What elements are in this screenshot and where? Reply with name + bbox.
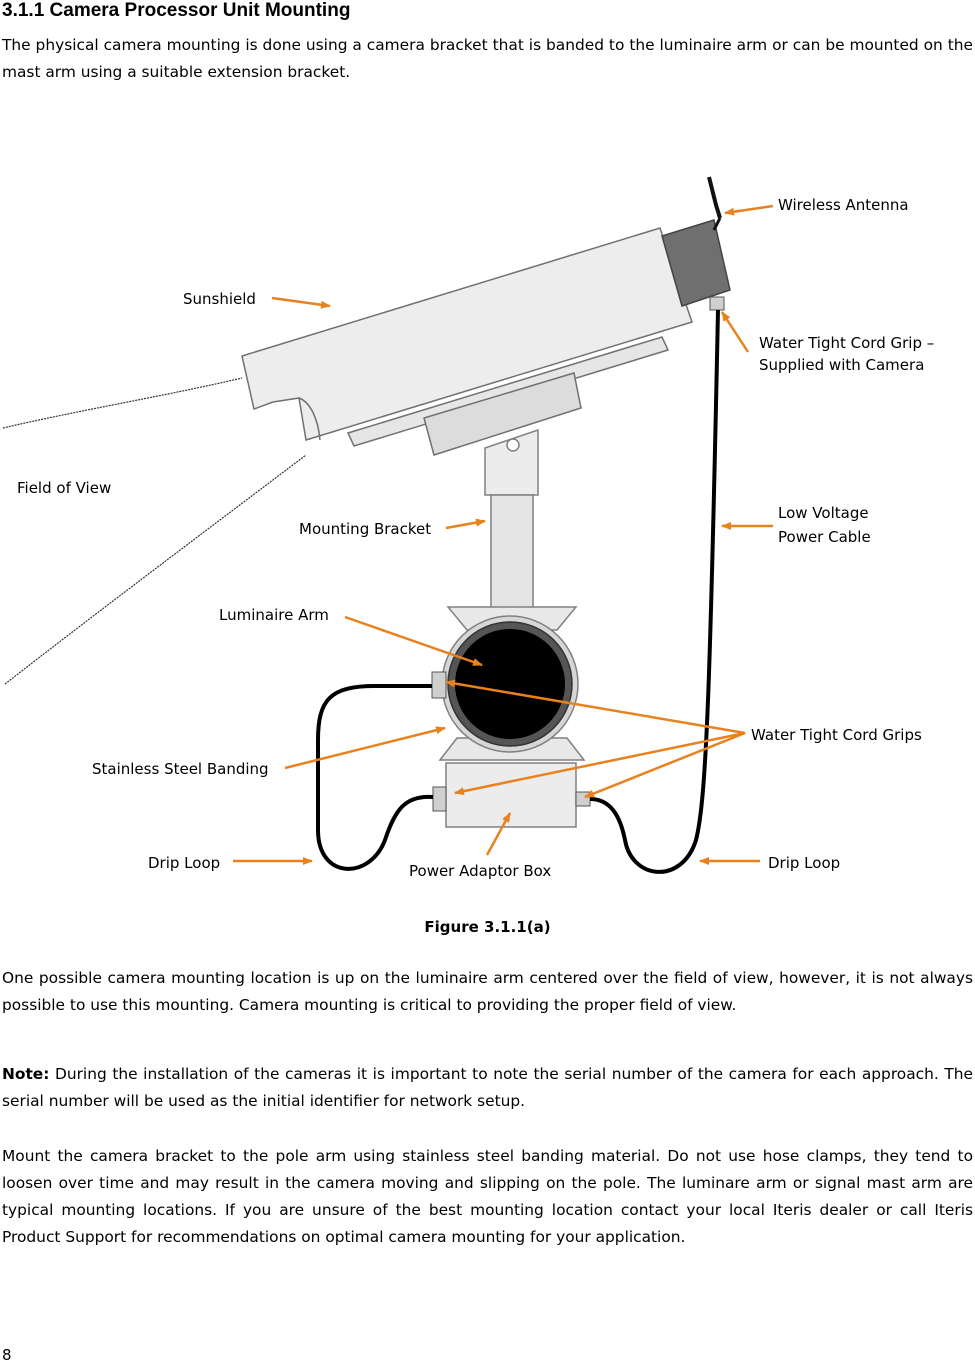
- note-text: During the installation of the cameras i…: [2, 1065, 973, 1110]
- label-field-of-view: Field of View: [17, 479, 111, 497]
- page-number: 8: [2, 1346, 12, 1364]
- field-of-view-lines: [2, 377, 307, 685]
- label-luminaire-arm: Luminaire Arm: [219, 606, 329, 624]
- power-adaptor-box: [432, 762, 591, 828]
- mounting-diagram: Wireless Antenna Sunshield Water Tight C…: [2, 176, 934, 880]
- label-mounting-bracket: Mounting Bracket: [299, 520, 431, 538]
- label-power-adaptor-box: Power Adaptor Box: [409, 862, 551, 880]
- paragraph-mounting-location: One possible camera mounting location is…: [2, 969, 973, 1014]
- luminaire-arm: [431, 615, 579, 753]
- label-low-voltage-line1: Low Voltage: [778, 504, 869, 522]
- label-cord-grip-line2: Supplied with Camera: [759, 356, 924, 374]
- camera-mounting-figure: Wireless Antenna Sunshield Water Tight C…: [0, 165, 975, 885]
- camera-housing: [241, 227, 693, 456]
- paragraph-banding-instructions: Mount the camera bracket to the pole arm…: [2, 1147, 973, 1246]
- label-sunshield: Sunshield: [183, 290, 256, 308]
- antenna-module: [661, 176, 731, 311]
- label-drip-loop-right: Drip Loop: [768, 854, 840, 872]
- note-paragraph: Note: During the installation of the cam…: [2, 1061, 973, 1115]
- intro-paragraph: The physical camera mounting is done usi…: [2, 36, 973, 81]
- label-cord-grips: Water Tight Cord Grips: [751, 726, 922, 744]
- label-stainless-banding: Stainless Steel Banding: [92, 760, 269, 778]
- callout-arrows: [233, 204, 774, 865]
- label-wireless-antenna: Wireless Antenna: [778, 196, 909, 214]
- label-cord-grip-line1: Water Tight Cord Grip –: [759, 334, 934, 352]
- section-heading: 3.1.1 Camera Processor Unit Mounting: [2, 0, 351, 21]
- figure-caption: Figure 3.1.1(a): [424, 918, 551, 936]
- note-label: Note:: [2, 1065, 50, 1083]
- cables: [316, 309, 720, 874]
- label-low-voltage-line2: Power Cable: [778, 528, 871, 546]
- label-drip-loop-left: Drip Loop: [148, 854, 220, 872]
